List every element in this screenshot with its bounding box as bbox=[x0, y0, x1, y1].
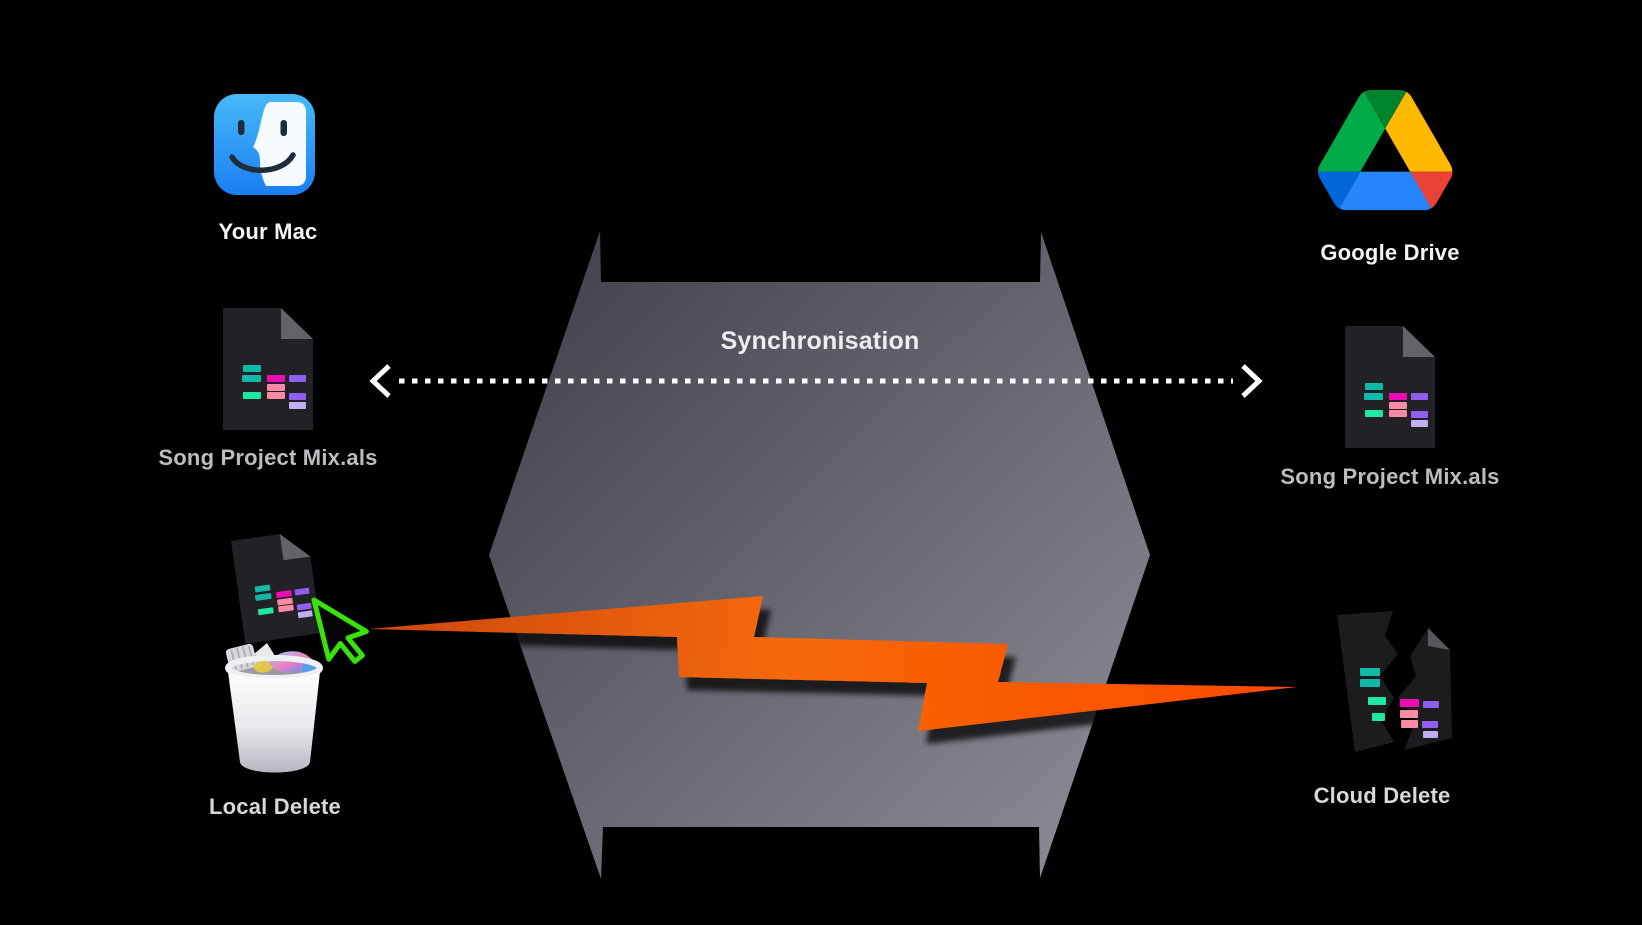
finder-icon bbox=[214, 94, 315, 195]
cursor-icon bbox=[311, 597, 369, 664]
sync-arrowhead-right bbox=[1241, 364, 1263, 398]
torn-file-right-piece bbox=[1398, 628, 1452, 750]
local-file-label: Song Project Mix.als bbox=[158, 445, 378, 470]
torn-file-icon bbox=[1337, 611, 1452, 752]
google-drive-icon bbox=[1318, 90, 1453, 211]
finder-left-eye bbox=[238, 120, 245, 135]
google-drive-label: Google Drive bbox=[1320, 240, 1460, 265]
torn-file-fold-corner bbox=[1428, 628, 1450, 650]
dragged-als-file-icon bbox=[231, 530, 322, 644]
sync-arrowhead-left bbox=[369, 364, 391, 398]
cloud-delete-label: Cloud Delete bbox=[1313, 783, 1451, 808]
cloud-als-file-icon bbox=[1345, 326, 1435, 448]
finder-face bbox=[253, 102, 306, 186]
sync-label: Synchronisation bbox=[720, 327, 920, 355]
sync-arrow bbox=[369, 364, 1263, 398]
local-als-file-icon bbox=[223, 308, 313, 430]
your-mac-label: Your Mac bbox=[218, 219, 318, 244]
cloud-file-label: Song Project Mix.als bbox=[1280, 464, 1500, 489]
trash-full-icon bbox=[225, 643, 323, 773]
finder-smile bbox=[229, 152, 296, 173]
finder-right-eye bbox=[280, 120, 287, 136]
local-delete-label: Local Delete bbox=[208, 794, 342, 819]
trash-body bbox=[228, 672, 320, 773]
torn-file-left-piece bbox=[1337, 611, 1398, 752]
lightning-bolt-icon bbox=[368, 596, 1297, 731]
